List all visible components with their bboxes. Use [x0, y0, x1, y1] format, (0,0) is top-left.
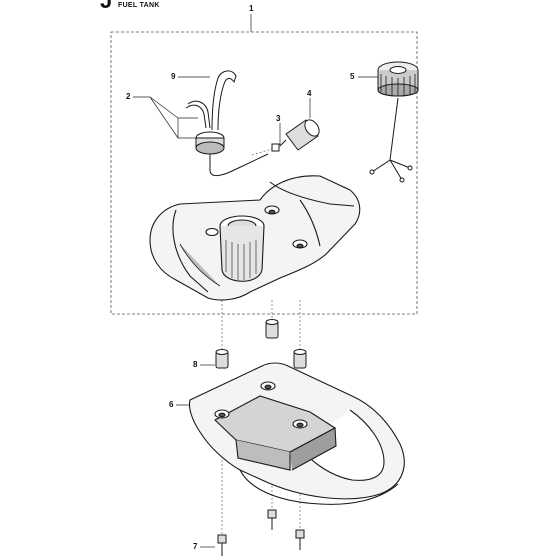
- callout-3: 3: [276, 114, 281, 123]
- callout-9: 9: [171, 72, 176, 81]
- hose-clip: [271, 143, 280, 152]
- callout-leaders: [133, 14, 380, 548]
- callout-2: 2: [126, 92, 131, 101]
- fuel-pickup-grommet: [195, 131, 269, 177]
- diagram-title: FUEL TANK: [118, 2, 160, 9]
- callout-7: 7: [193, 542, 198, 551]
- fuel-cap: [369, 61, 419, 183]
- callout-8: 8: [193, 360, 198, 369]
- callout-6: 6: [169, 400, 174, 409]
- assembly-frame: [110, 31, 418, 315]
- screws: [217, 509, 305, 556]
- fuel-hose: [185, 70, 237, 131]
- tank-bracket: [188, 362, 405, 505]
- fuel-filter: [279, 119, 320, 151]
- rubber-buffers: [215, 319, 307, 369]
- callout-4: 4: [307, 89, 312, 98]
- callout-5: 5: [350, 72, 355, 81]
- section-letter: J: [100, 0, 113, 13]
- fuel-tank: [149, 175, 361, 301]
- callout-1: 1: [249, 4, 254, 13]
